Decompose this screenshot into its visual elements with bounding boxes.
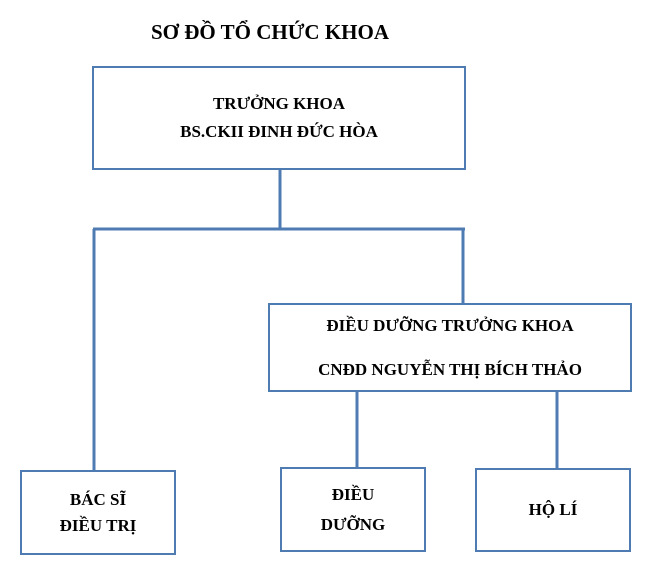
node-nurse: ĐIỀU DƯỠNG xyxy=(280,467,426,552)
node-department-head: TRƯỞNG KHOA BS.CKII ĐINH ĐỨC HÒA xyxy=(92,66,466,170)
node-orderly: HỘ LÍ xyxy=(475,468,631,552)
node-department-head-role: TRƯỞNG KHOA xyxy=(212,94,346,113)
diagram-title: SƠ ĐỒ TỔ CHỨC KHOA xyxy=(150,20,390,44)
node-department-head-name: BS.CKII ĐINH ĐỨC HÒA xyxy=(180,122,378,141)
node-doctor-line2: ĐIỀU TRỊ xyxy=(59,515,137,535)
node-head-nurse: ĐIỀU DƯỠNG TRƯỞNG KHOA CNĐD NGUYỄN THỊ B… xyxy=(268,303,632,392)
node-doctor-line1: BÁC SĨ xyxy=(69,489,127,509)
node-nurse-line2: DƯỠNG xyxy=(320,514,386,534)
node-doctor: BÁC SĨ ĐIỀU TRỊ xyxy=(20,470,176,555)
node-head-nurse-name: CNĐD NGUYỄN THỊ BÍCH THẢO xyxy=(318,359,582,379)
node-orderly-line1: HỘ LÍ xyxy=(528,500,578,519)
node-nurse-line1: ĐIỀU xyxy=(331,484,375,504)
node-head-nurse-role: ĐIỀU DƯỠNG TRƯỞNG KHOA xyxy=(326,315,574,335)
